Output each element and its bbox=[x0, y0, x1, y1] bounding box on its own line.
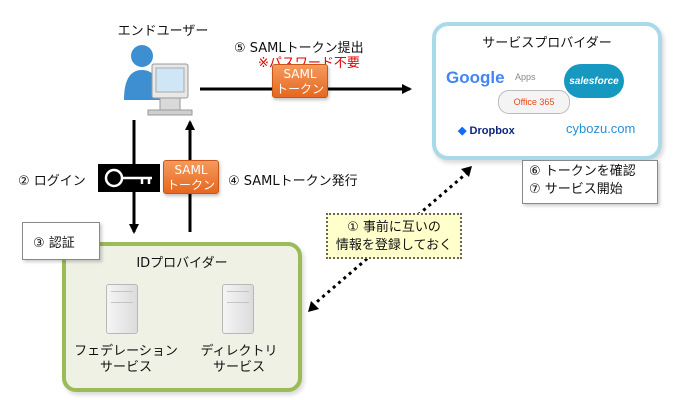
saml-token-label: SAML トークン bbox=[166, 163, 215, 192]
dropbox-logo: ◆ Dropbox bbox=[458, 125, 515, 137]
callout-auth: ③ 認証 bbox=[22, 222, 100, 260]
prior-registration-text: ① 事前に互いの 情報を登録しておく bbox=[335, 220, 453, 253]
step-submit-token: ⑤ SAMLトークン提出 bbox=[234, 41, 364, 56]
federation-server-icon bbox=[106, 284, 138, 334]
cybozu-logo: cybozu.com bbox=[566, 121, 636, 136]
saml-token-issue: SAML トークン bbox=[163, 160, 219, 194]
office365-logo: Office 365 bbox=[498, 90, 570, 114]
directory-server-icon bbox=[222, 284, 254, 334]
step-issue-token: ④ SAMLトークン発行 bbox=[228, 174, 358, 189]
step-confirm-token: ⑥ トークンを確認 bbox=[529, 164, 636, 179]
idp-title: IDプロバイダー bbox=[136, 256, 228, 271]
prior-registration-note: ① 事前に互いの 情報を登録しておく bbox=[326, 213, 462, 259]
user-icon bbox=[124, 45, 193, 116]
step-auth: ③ 認証 bbox=[33, 236, 75, 251]
step-login: ② ログイン bbox=[18, 174, 86, 189]
salesforce-logo: salesforce bbox=[564, 64, 624, 98]
directory-service-label: ディレクトリ サービス bbox=[200, 344, 278, 375]
key-icon bbox=[98, 164, 160, 192]
callout-confirm-start: ⑥ トークンを確認 ⑦ サービス開始 bbox=[522, 160, 658, 204]
saml-token-label: SAML トークン bbox=[275, 67, 324, 96]
federation-service-label: フェデレーション サービス bbox=[74, 344, 178, 375]
google-apps-label: Apps bbox=[515, 72, 536, 82]
end-user-label: エンドユーザー bbox=[117, 24, 209, 39]
dropbox-logo-text: Dropbox bbox=[469, 125, 515, 137]
service-provider-box: サービスプロバイダー Google Apps salesforce Office… bbox=[432, 22, 662, 160]
google-logo-text: Google bbox=[446, 68, 505, 87]
saml-token-submit: SAML トークン bbox=[272, 64, 328, 98]
sp-title: サービスプロバイダー bbox=[482, 36, 612, 51]
step-start-service: ⑦ サービス開始 bbox=[529, 182, 623, 197]
identity-provider-box: IDプロバイダー フェデレーション サービス ディレクトリ サービス bbox=[62, 242, 302, 392]
google-logo: Google bbox=[446, 68, 505, 88]
